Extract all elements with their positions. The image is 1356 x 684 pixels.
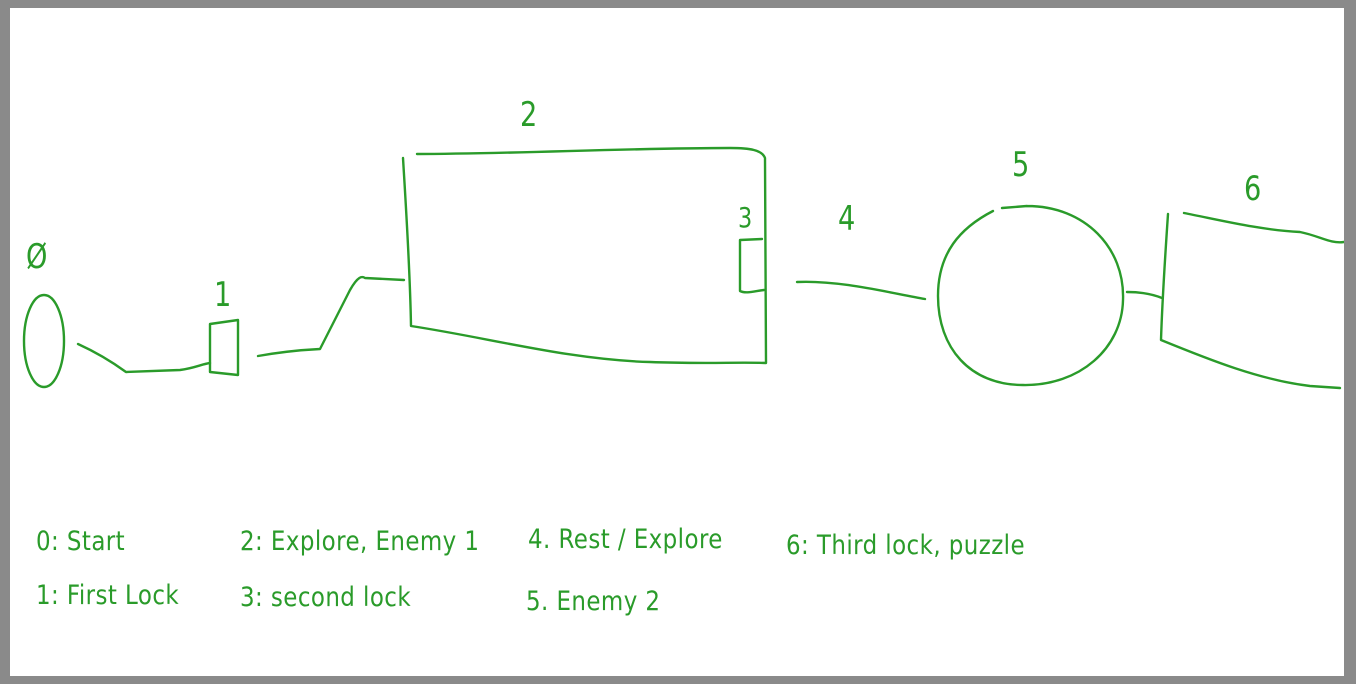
- legend-item-1: 1: First Lock: [36, 580, 180, 611]
- node-label-1: 1: [214, 275, 232, 315]
- connector-0-1: [76, 342, 212, 374]
- legend-item-4: 4. Rest / Explore: [528, 524, 723, 555]
- node-label-3: 3: [738, 201, 753, 234]
- node-2-explore-room: [401, 146, 768, 365]
- node-0-start-ellipse: [22, 293, 66, 389]
- legend-item-6: 6: Third lock, puzzle: [786, 530, 1026, 561]
- connector-1-2: [256, 275, 406, 358]
- node-6-third-lock-room: [1159, 211, 1344, 390]
- node-label-0: Ø: [26, 237, 48, 277]
- node-3-second-lock: [738, 237, 766, 294]
- node-label-5: 5: [1012, 145, 1030, 185]
- node-1-first-lock: [208, 318, 240, 377]
- legend-item-2: 2: Explore, Enemy 1: [240, 526, 480, 557]
- connector-5-6: [1125, 290, 1164, 300]
- node-5-enemy-circle: [936, 204, 1125, 387]
- legend-item-5: 5. Enemy 2: [526, 586, 661, 617]
- node-label-4: 4: [838, 199, 856, 239]
- node-label-6: 6: [1244, 169, 1262, 209]
- node-label-2: 2: [520, 95, 538, 135]
- level-flow-sketch: [22, 146, 1344, 390]
- legend-item-0: 0: Start: [36, 526, 126, 557]
- legend-item-3: 3: second lock: [240, 582, 412, 613]
- connector-4-rest-explore: [795, 280, 927, 301]
- whiteboard-canvas: Ø 1 2 3 4 5 6 0: Start 1: First Lock 2: …: [10, 8, 1344, 676]
